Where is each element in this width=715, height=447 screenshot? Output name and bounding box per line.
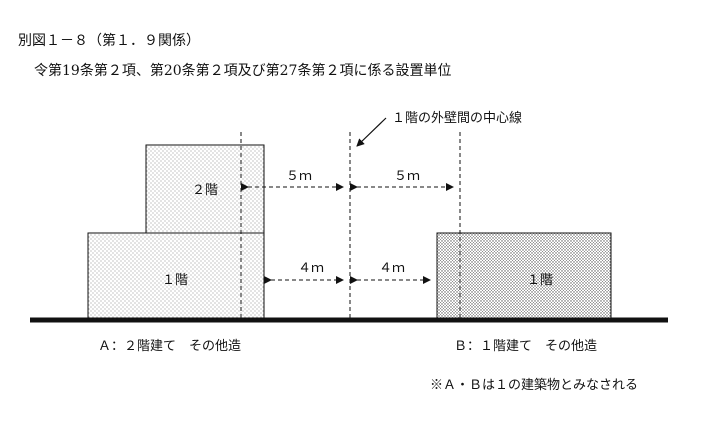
upper-left-dimension-label: ５ｍ bbox=[286, 169, 312, 184]
building-a-caption: Ａ：２階建て その他造 bbox=[98, 339, 241, 354]
upper-right-dimension-label: ５ｍ bbox=[394, 169, 420, 184]
building-b-caption: Ｂ：１階建て その他造 bbox=[454, 339, 597, 354]
building-b-floor1 bbox=[436, 232, 612, 320]
centerline-label: １階の外壁間の中心線 bbox=[392, 110, 522, 126]
page-title: 別図１－８（第１．９関係） bbox=[18, 33, 200, 49]
centerline-leader-line bbox=[356, 117, 387, 147]
building-a-floor1-label: １階 bbox=[162, 273, 188, 288]
lower-right-dimension-label: ４ｍ bbox=[379, 261, 405, 276]
note-text: ※Ａ・Ｂは１の建築物とみなされる bbox=[430, 378, 638, 393]
building-b-floor1-label: １階 bbox=[527, 273, 553, 288]
building-a-floor2-label: ２階 bbox=[192, 183, 218, 198]
lower-left-dimension-label: ４ｍ bbox=[298, 261, 324, 276]
page-subtitle: 令第19条第２項、第20条第２項及び第27条第２項に係る設置単位 bbox=[34, 63, 452, 79]
